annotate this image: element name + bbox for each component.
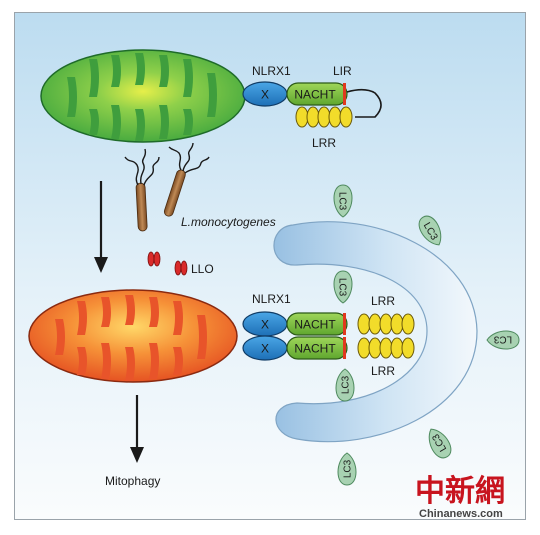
nlrx1-label-bottom: NLRX1 — [252, 292, 291, 306]
lir-label: LIR — [333, 64, 352, 78]
lc3-proteins: LC3 LC3 LC3 LC3 LC3 LC3 LC3 — [333, 184, 520, 486]
damaged-mitochondrion — [28, 289, 238, 383]
svg-text:LC3: LC3 — [337, 192, 348, 211]
nacht-label-bottom-1: NACHT — [294, 318, 336, 332]
nlrx1-mitophagy-diagram: NLRX1 LIR X NACHT LRR L.monocytogenes LL… — [28, 49, 520, 520]
watermark-logo: 中新網 Chinanews.com — [415, 474, 505, 520]
diagram-frame: NLRX1 LIR X NACHT LRR L.monocytogenes LL… — [14, 12, 526, 520]
lrr-label-bottom-bottom: LRR — [371, 364, 395, 378]
watermark-site: Chinanews.com — [419, 508, 503, 520]
llo-icon — [147, 251, 188, 276]
lc3-2: LC3 — [418, 215, 442, 246]
x-label-top: X — [261, 88, 269, 102]
watermark-logo-text: 中新網 — [415, 474, 505, 509]
arrow-down-1 — [94, 181, 108, 273]
lc3-7: LC3 — [337, 452, 357, 486]
svg-text:LC3: LC3 — [337, 278, 348, 297]
lrr-label-top: LRR — [312, 136, 336, 150]
lrr-domain-top — [295, 106, 353, 128]
lir-motif-top — [343, 83, 346, 105]
arrow-down-2 — [130, 395, 144, 463]
nacht-label-top: NACHT — [294, 88, 336, 102]
healthy-mitochondrion — [40, 49, 246, 143]
lrr-domain-bottom-1 — [357, 313, 415, 335]
nlrx1-label-top: NLRX1 — [252, 64, 291, 78]
lrr-label-bottom-top: LRR — [371, 294, 395, 308]
nacht-label-bottom-2: NACHT — [294, 342, 336, 356]
linker-loop — [346, 88, 382, 118]
lc3-3: LC3 — [333, 270, 353, 304]
lc3-4: LC3 — [486, 330, 520, 350]
svg-text:LC3: LC3 — [341, 375, 352, 394]
nlrx1-complex-top — [242, 81, 382, 128]
nacht-domain-bottom-2 — [286, 336, 348, 360]
lc3-5: LC3 — [335, 368, 355, 402]
phagophore-membrane — [273, 221, 478, 443]
pathogen-label: L.monocytogenes — [181, 215, 276, 229]
nacht-domain-top — [286, 82, 348, 106]
nacht-domain-bottom-1 — [286, 312, 348, 336]
x-label-bottom-2: X — [261, 342, 269, 356]
nlrx1-complex-bottom — [242, 311, 415, 361]
lc3-1: LC3 — [333, 184, 353, 218]
x-label-bottom-1: X — [261, 318, 269, 332]
mitophagy-label: Mitophagy — [105, 474, 160, 488]
bacteria-icon — [124, 142, 210, 232]
llo-label: LLO — [191, 262, 214, 276]
lrr-domain-bottom-2 — [357, 337, 415, 359]
svg-text:LC3: LC3 — [493, 334, 512, 345]
lc3-6: LC3 — [428, 428, 452, 459]
svg-text:LC3: LC3 — [343, 459, 354, 478]
